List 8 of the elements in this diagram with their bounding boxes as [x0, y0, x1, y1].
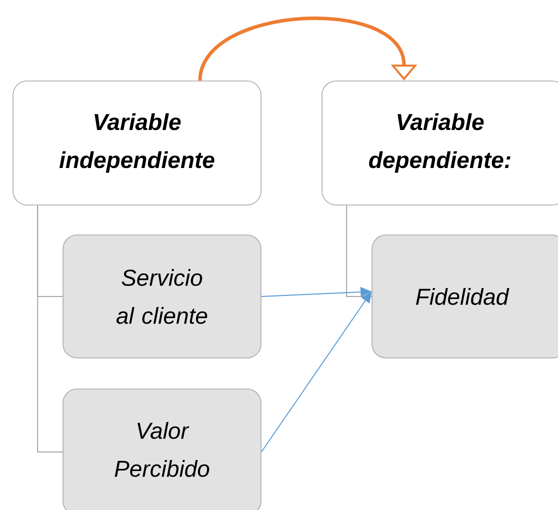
curved-arrow [198, 16, 418, 81]
process-box: Valor Percibido [62, 388, 262, 510]
process-box: Fidelidad [372, 234, 558, 358]
connector-line [346, 204, 372, 297]
process-box: Servicio al cliente [62, 234, 262, 358]
connector-line [37, 204, 64, 452]
heading-box: Variable independiente [12, 80, 262, 206]
heading-box: Variable dependiente: [322, 80, 558, 206]
